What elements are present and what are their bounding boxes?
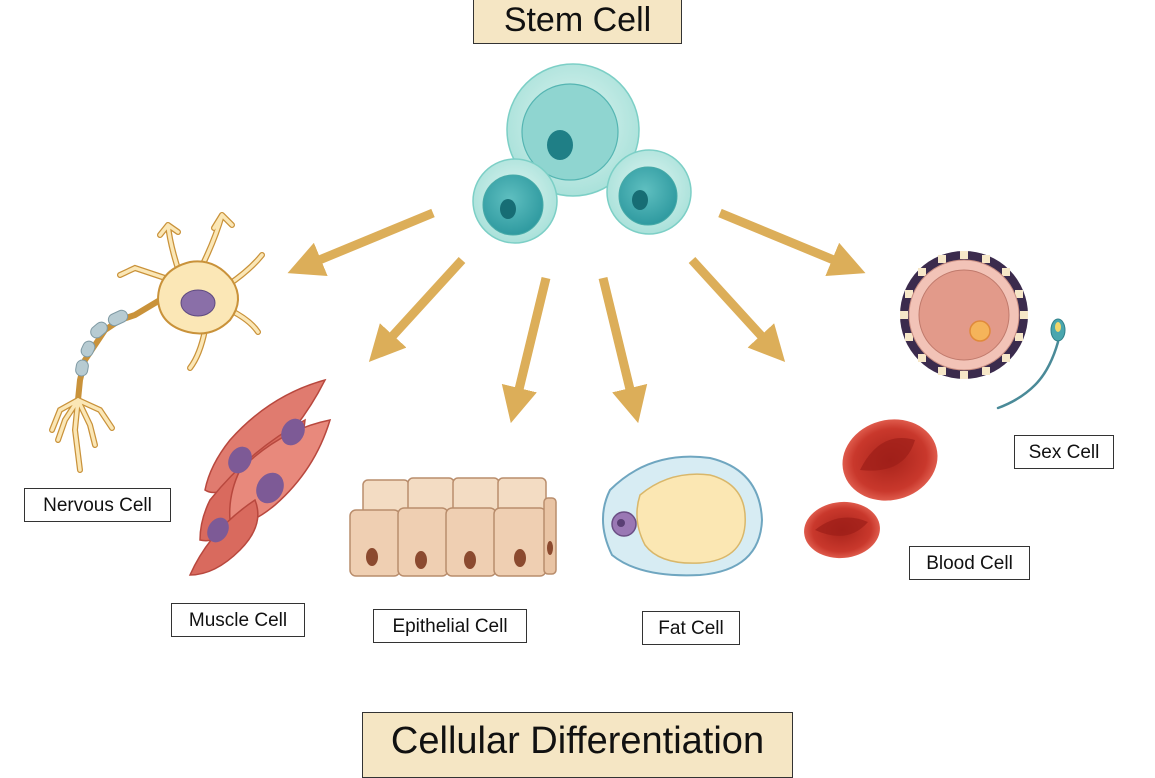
epithelial-cell-illustration (349, 477, 557, 577)
stem-cell-large (506, 63, 640, 197)
arrow-to-blood (688, 256, 786, 362)
cellular-differentiation-title: Cellular Differentiation (362, 712, 793, 778)
muscle-cell-label: Muscle Cell (171, 603, 305, 637)
arrow-to-muscle (368, 256, 466, 362)
sperm-cell (996, 318, 1066, 410)
muscle-cell-illustration (188, 378, 332, 576)
stem-cell-title: Stem Cell (473, 0, 682, 44)
blood-cell-illustration (804, 419, 938, 559)
arrow-to-epithelial (501, 276, 551, 424)
fat-cell-illustration (601, 455, 764, 577)
arrow-to-sex (718, 208, 866, 277)
myelin-sheath (75, 309, 129, 377)
sex-cell-label: Sex Cell (1014, 435, 1114, 469)
epithelial-cell-label: Epithelial Cell (373, 609, 527, 643)
differentiation-arrows (287, 208, 866, 424)
arrow-to-nervous (287, 208, 435, 277)
stem-cell-left (472, 158, 558, 244)
blood-cell-label: Blood Cell (909, 546, 1030, 580)
fat-cell-label: Fat Cell (642, 611, 740, 645)
arrow-to-fat (598, 276, 648, 424)
sex-cell-illustration (900, 251, 1066, 410)
stem-cell-cluster (472, 63, 692, 244)
stem-cell-right (606, 149, 692, 235)
nerve-cell-illustration (49, 212, 265, 473)
nervous-cell-label: Nervous Cell (24, 488, 171, 522)
